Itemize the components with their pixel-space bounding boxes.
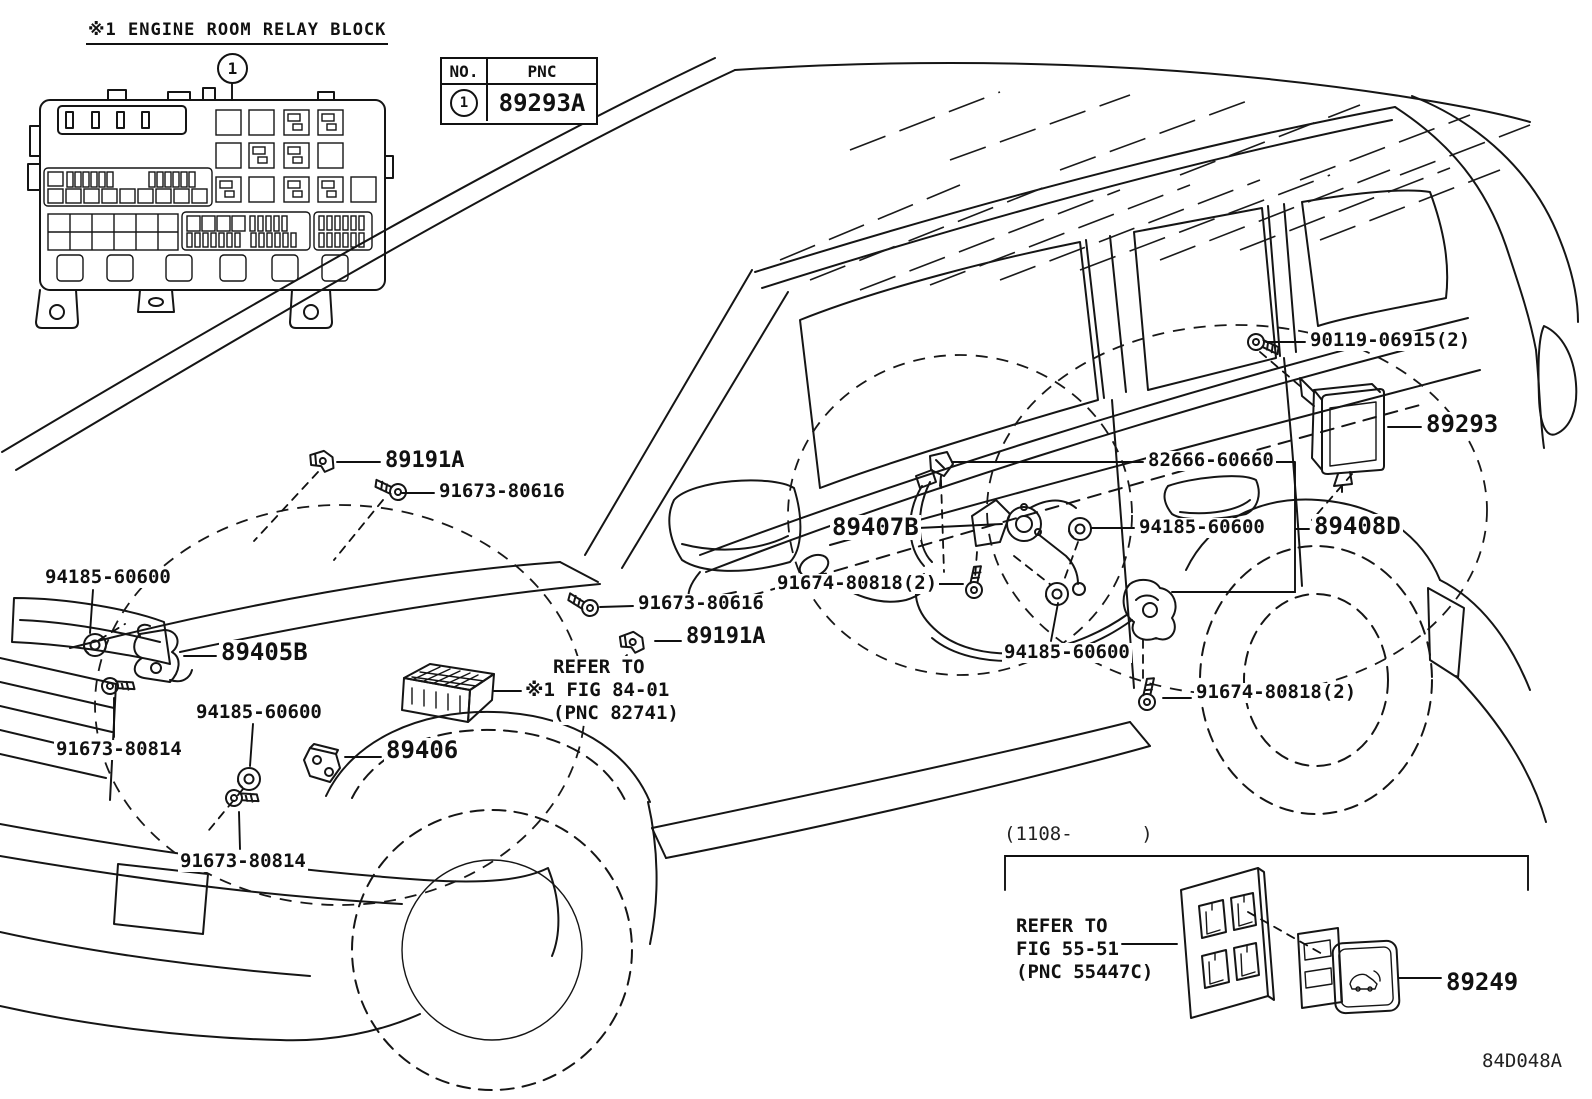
part-label-89405b: 89405B	[219, 638, 310, 666]
part-label-89407b: 89407B	[830, 513, 921, 541]
relay-block-small-icon	[401, 663, 495, 723]
date-range-note: (1108- )	[1002, 823, 1155, 845]
refer-note-fig55-line2: FIG 55-51	[1016, 938, 1119, 961]
part-label-89191a-upper: 89191A	[383, 448, 467, 473]
part-label-89249: 89249	[1444, 968, 1521, 996]
dashed-leader-lines	[98, 351, 1353, 956]
part-label-91673-80814-upper: 91673-80814	[54, 738, 184, 760]
part-label-90119-06915: 90119-06915(2)	[1308, 329, 1473, 351]
drawing-code: 84D048A	[1480, 1050, 1565, 1072]
part-label-94185-front: 94185-60600	[194, 701, 324, 723]
part-label-91673-80616-upper: 91673-80616	[437, 480, 567, 502]
pnc-table-row-pnc: 89293A	[498, 89, 586, 117]
relay-block-fuses	[43, 109, 377, 282]
switch-89249-icon	[1297, 927, 1401, 1015]
pnc-table-no-header: NO.	[442, 59, 488, 83]
vehicle-body-outline	[0, 57, 1579, 1042]
part-label-91674-80818-lower: 91674-80818(2)	[1194, 681, 1359, 703]
relay-block-drawing	[27, 87, 394, 329]
part-label-91673-80616-lower: 91673-80616	[636, 592, 766, 614]
diagram-title: ※1 ENGINE ROOM RELAY BLOCK	[86, 20, 389, 45]
door-lock-89407b-icon	[909, 469, 1086, 596]
leader-lines	[89, 83, 1529, 979]
relay-block-callout-number: 1	[217, 53, 248, 84]
pnc-table: NO. PNC 1 89293A	[440, 57, 598, 125]
part-label-91674-80818-upper: 91674-80818(2)	[775, 572, 940, 594]
refer-note-fig55-line3: (PNC 55447C)	[1016, 961, 1154, 984]
switch-panel-icon	[1180, 867, 1275, 1019]
part-label-89406: 89406	[384, 736, 461, 764]
refer-note-fig84-line2: ※1 FIG 84-01	[525, 679, 670, 702]
part-label-89293: 89293	[1424, 410, 1501, 438]
part-label-89191a-lower: 89191A	[684, 624, 768, 649]
refer-note-fig84-line1: REFER TO	[553, 656, 645, 679]
screw-icons	[99, 331, 1281, 810]
sensor-89406-icon	[303, 743, 341, 783]
part-label-91673-80814-lower: 91673-80814	[178, 850, 308, 872]
part-label-82666-60660: 82666-60660	[1146, 449, 1276, 471]
detail-bubbles	[94, 324, 1488, 906]
front-wheel	[351, 809, 633, 1091]
roof-hatching	[779, 91, 1531, 291]
ecu-89293-icon	[1299, 377, 1385, 493]
refer-note-fig84-line3: (PNC 82741)	[553, 702, 679, 725]
hood-latch-89405b-icon	[133, 623, 193, 683]
pnc-table-pnc-header: PNC	[527, 61, 557, 81]
part-label-94185-hood: 94185-60600	[43, 566, 173, 588]
rear-wheel	[1199, 545, 1433, 815]
refer-note-fig55-line1: REFER TO	[1016, 915, 1108, 938]
part-label-94185-door-upper: 94185-60600	[1137, 516, 1267, 538]
pnc-table-row-number: 1	[450, 89, 478, 117]
part-label-89408d: 89408D	[1312, 512, 1403, 540]
part-label-94185-mid: 94185-60600	[1002, 641, 1132, 663]
